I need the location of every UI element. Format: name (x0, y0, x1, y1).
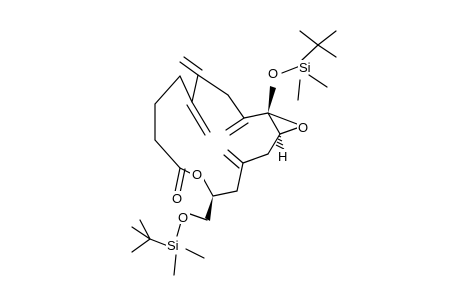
atom-label-h-epoxide: H (278, 149, 287, 164)
methylene-2-a (191, 101, 211, 133)
methylene-4-a (227, 149, 244, 164)
macrocycle-ring (154, 74, 281, 197)
bond-si-c-tbu-top (301, 44, 319, 61)
bond-si-c-tbu-bottom (149, 238, 169, 247)
label-bg-h-epoxide (277, 149, 290, 163)
atom-label-o-top: O (268, 66, 278, 81)
hash-line-1 (278, 135, 282, 138)
methylene-1-a (179, 61, 199, 76)
bond-ring-5 (191, 74, 199, 103)
hash-line-2 (277, 138, 283, 142)
hashed-bond-h (275, 135, 285, 150)
bond-ring-9 (267, 112, 281, 135)
bond-si-me1-top (308, 74, 328, 88)
bond-ch2-o-bottom (189, 213, 208, 221)
bond-tbu-1-bottom (131, 226, 151, 240)
bond-tbu-3-top (317, 44, 337, 58)
label-bg-o-top (266, 66, 280, 80)
bond-o-si-top (281, 65, 301, 74)
atom-label-si-bottom: Si (167, 238, 179, 253)
carbonyl-bond-b (179, 168, 186, 194)
bond-ring-10 (267, 133, 281, 155)
epoxide-bond-1 (267, 112, 298, 125)
hash-line-3 (276, 141, 284, 146)
bond-ring-14 (202, 177, 214, 197)
methylene-4-b (223, 154, 240, 169)
methylene-3-a (225, 117, 245, 131)
bond-ring-7 (227, 94, 245, 119)
bond-ring-8 (243, 112, 269, 119)
bottom-silyl-ether (131, 196, 213, 276)
bond-ring-1 (154, 139, 181, 169)
label-bg-si-bottom (166, 238, 184, 252)
label-bg-si-top (298, 60, 316, 74)
atom-label-o-ring: O (192, 167, 202, 182)
exocyclic-methylenes (179, 56, 249, 169)
carbonyl-bond-a (174, 167, 181, 193)
bond-ring-3 (154, 75, 181, 105)
bond-tbu-2-bottom (131, 238, 151, 253)
atom-label-o-carbonyl: O (172, 191, 182, 206)
bond-ring-12 (236, 162, 244, 192)
methylene-1-b (183, 56, 203, 71)
epoxide-ring (267, 112, 298, 135)
bond-tbu-1-top (299, 30, 319, 46)
bond-ring-13 (212, 190, 238, 197)
carbonyl-group (174, 167, 186, 194)
bond-ring-6 (197, 74, 229, 96)
bond-ring-11 (242, 153, 269, 164)
atom-label-si-top: Si (299, 60, 311, 75)
label-bg-o-carbonyl (170, 191, 184, 205)
label-bg-o-bottom (176, 210, 190, 224)
bond-si-me2-top (297, 79, 301, 101)
bond-tbu-3-bottom (139, 219, 151, 240)
hash-line-4 (275, 144, 285, 150)
atom-label-o-epoxide: O (298, 120, 308, 135)
label-bg-o-epoxide (297, 120, 311, 134)
bond-si-me1-bottom (185, 248, 205, 259)
bond-o-si-bottom (176, 221, 182, 237)
methylene-3-b (229, 122, 249, 136)
bond-ring-4 (179, 75, 193, 103)
wedge-bond-top (268, 86, 276, 113)
atom-labels: O Si O H O O O Si (166, 60, 316, 253)
epoxide-bond-2 (279, 127, 298, 135)
bond-tbu-2-top (317, 30, 337, 46)
bond-si-me2-bottom (173, 254, 177, 276)
label-bg-o-ring (190, 167, 204, 181)
methylene-2-b (186, 104, 206, 136)
wedge-bond-bottom (205, 196, 213, 221)
top-silyl-ether (268, 30, 337, 113)
atom-label-o-bottom: O (178, 210, 188, 225)
